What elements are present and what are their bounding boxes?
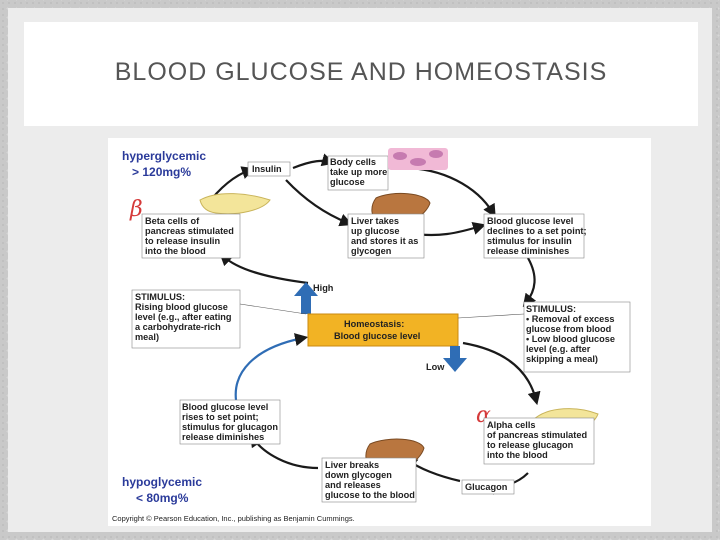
liver-takes-text-4: glycogen <box>351 246 392 256</box>
slide-title: BLOOD GLUCOSE AND HOMEOSTASIS <box>114 58 608 86</box>
body-cells-text-2: take up more <box>330 167 387 177</box>
body-cells-text-3: glucose <box>330 177 365 187</box>
liver-breaks-text-1: Liver breaks <box>325 460 379 470</box>
alpha-cells-text-1: Alpha cells <box>487 420 536 430</box>
beta-cells-text-3: to release insulin <box>145 236 220 246</box>
beta-cells-text-2: pancreas stimulated <box>145 226 234 236</box>
rises-text-4: release diminishes <box>182 432 264 442</box>
insulin-label: Insulin <box>252 164 282 174</box>
stimulus-right-text-2: • Removal of excess <box>526 314 615 324</box>
homeostasis-box <box>307 313 459 347</box>
glucose-homeostasis-figure: hyperglycemic > 120mg% Insulin Body cell… <box>108 138 651 526</box>
arrow-low-to-alpha <box>462 341 541 406</box>
beta-cells-text-1: Beta cells of <box>145 216 200 226</box>
low-arrow <box>443 346 467 372</box>
arrow-declines-to-stimulus <box>522 257 537 308</box>
high-arrow <box>294 282 318 314</box>
alpha-cells-text-2: of pancreas stimulated <box>487 430 587 440</box>
declines-text-1: Blood glucose level <box>487 216 573 226</box>
stimulus-right-text-4: • Low blood glucose <box>526 334 615 344</box>
stimulus-left-text-4: a carbohydrate-rich <box>135 322 221 332</box>
hyperglycemic-label: hyperglycemic <box>122 149 206 163</box>
stimulus-left-text-3: level (e.g., after eating <box>135 312 232 322</box>
stimulus-right-text-6: skipping a meal) <box>526 354 598 364</box>
alpha-cells-text-3: to release glucagon <box>487 440 574 450</box>
stimulus-right-text-3: glucose from blood <box>526 324 611 334</box>
rises-text-2: rises to set point; <box>182 412 259 422</box>
arrow-insulin-to-bodycells <box>292 153 336 170</box>
homeostasis-title: Homeostasis: <box>344 319 404 329</box>
low-label: Low <box>426 362 445 372</box>
title-box: BLOOD GLUCOSE AND HOMEOSTASIS <box>24 22 698 126</box>
liver-takes-text-2: up glucose <box>351 226 400 236</box>
glucagon-label: Glucagon <box>465 482 508 492</box>
liver-takes-text-3: and stores it as <box>351 236 418 246</box>
rises-text-3: stimulus for glucagon <box>182 422 278 432</box>
stimulus-right-text-5: level (e.g. after <box>526 344 591 354</box>
stimulus-right-text-1: STIMULUS: <box>526 304 576 314</box>
stimulus-left-text-1: STIMULUS: <box>135 292 185 302</box>
liver-breaks-text-4: glucose to the blood <box>325 490 415 500</box>
liver-takes-text-1: Liver takes <box>351 216 399 226</box>
declines-text-4: release diminishes <box>487 246 569 256</box>
arrow-rises-to-homeostasis <box>234 333 309 401</box>
beta-symbol: β <box>129 197 143 222</box>
body-cells-illustration <box>388 148 448 170</box>
hypoglycemic-value: < 80mg% <box>136 491 189 505</box>
arrow-insulin-to-liver <box>285 179 353 227</box>
arrow-stimulus-to-beta <box>219 252 309 285</box>
homeostasis-sub: Blood glucose level <box>334 331 420 341</box>
alpha-cells-text-4: into the blood <box>487 450 548 460</box>
high-label: High <box>313 283 334 293</box>
copyright-text: Copyright © Pearson Education, Inc., pub… <box>112 514 355 523</box>
liver-breaks-text-2: down glycogen <box>325 470 392 480</box>
stimulus-left-text-5: meal) <box>135 332 159 342</box>
hypoglycemic-label: hypoglycemic <box>122 475 202 489</box>
declines-text-3: stimulus for insulin <box>487 236 572 246</box>
hyperglycemic-value: > 120mg% <box>132 165 191 179</box>
declines-text-2: declines to a set point; <box>487 226 587 236</box>
beta-cells-text-4: into the blood <box>145 246 206 256</box>
pancreas-illustration-top <box>199 193 271 215</box>
stimulus-left-text-2: Rising blood glucose <box>135 302 228 312</box>
rises-text-1: Blood glucose level <box>182 402 268 412</box>
body-cells-text-1: Body cells <box>330 157 376 167</box>
liver-breaks-text-3: and releases <box>325 480 381 490</box>
